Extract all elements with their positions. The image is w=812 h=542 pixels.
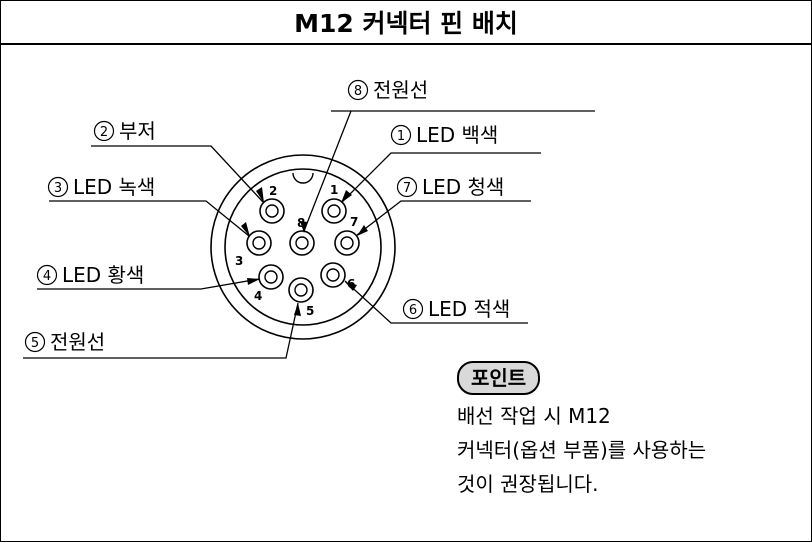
leader-line-6 [344,280,528,324]
pin-socket-5 [288,277,314,303]
leader-line-8-diagonal [303,110,352,232]
pin-number-2: 2 [269,184,277,198]
note-line-1: 배선 작업 시 M12 [457,404,611,428]
connector-key-notch [292,172,314,184]
connector-inner-ring [224,168,382,326]
label-text-5: 전원선 [50,330,105,354]
circled-number-8: 8 [354,84,362,99]
label-pin-3: 3 LED 녹색 [47,175,155,199]
leader-line-5 [23,302,299,359]
label-text-6: LED 적색 [428,297,510,321]
pin-number-4: 4 [254,289,262,303]
circled-number-5: 5 [31,336,39,351]
leader-line-7 [356,200,531,236]
point-badge: 포인트 [457,361,541,395]
arrow-4 [247,278,260,285]
leader-line-1 [341,152,541,203]
arrow-3 [241,222,250,237]
label-text-8: 전원선 [373,78,428,102]
circled-number-6: 6 [409,303,417,318]
pin-socket-6 [320,262,346,288]
label-pin-5: 5 전원선 [24,330,105,354]
arrow-5 [294,303,301,316]
arrow-6 [345,282,357,291]
arrow-7 [357,225,368,236]
pin-number-7: 7 [350,215,358,229]
label-text-3: LED 녹색 [73,175,155,199]
arrow-1 [341,190,352,203]
point-note-text: 배선 작업 시 M12 커넥터(옵션 부품)를 사용하는 것이 권장됩니다. [457,399,706,501]
label-pin-4: 4 LED 황색 [36,263,144,287]
connector-outer-ring [210,154,396,340]
label-text-4: LED 황색 [62,263,144,287]
circled-number-2: 2 [100,125,108,140]
circled-number-7: 7 [403,181,411,196]
circled-number-3: 3 [54,181,62,196]
leader-line-3 [49,200,250,237]
label-pin-7: 7 LED 청색 [396,175,504,199]
pin-number-5: 5 [306,304,314,318]
pin-socket-7 [334,230,360,256]
leader-line-2 [91,145,264,203]
arrow-8 [300,221,308,233]
label-text-2: 부저 [119,119,156,143]
connector-diagram: 1 2 3 4 5 6 7 8 [23,78,595,359]
note-line-3: 것이 권장됩니다. [457,472,599,496]
pin-socket-3 [246,230,272,256]
pin-socket-1 [321,198,347,224]
pin-number-1: 1 [330,183,338,197]
label-pin-2: 2 부저 [93,119,156,143]
pin-number-3: 3 [235,254,243,268]
point-note: 포인트 배선 작업 시 M12 커넥터(옵션 부품)를 사용하는 것이 권장됩니… [457,361,706,501]
pin-socket-2 [259,198,285,224]
figure-title: M12 커넥터 핀 배치 [1,1,811,45]
label-pin-8: 8 전원선 [347,78,428,102]
label-pin-1: 1 LED 백색 [390,123,498,147]
pin-socket-8 [289,230,315,256]
arrow-2 [256,187,264,203]
circled-number-4: 4 [43,269,51,284]
note-line-2: 커넥터(옵션 부품)를 사용하는 [457,438,707,462]
label-pin-6: 6 LED 적색 [402,297,510,321]
label-text-7: LED 청색 [422,175,504,199]
pin-socket-4 [258,264,284,290]
label-text-1: LED 백색 [416,123,498,147]
circled-number-1: 1 [397,129,405,144]
leader-line-4 [37,278,260,290]
